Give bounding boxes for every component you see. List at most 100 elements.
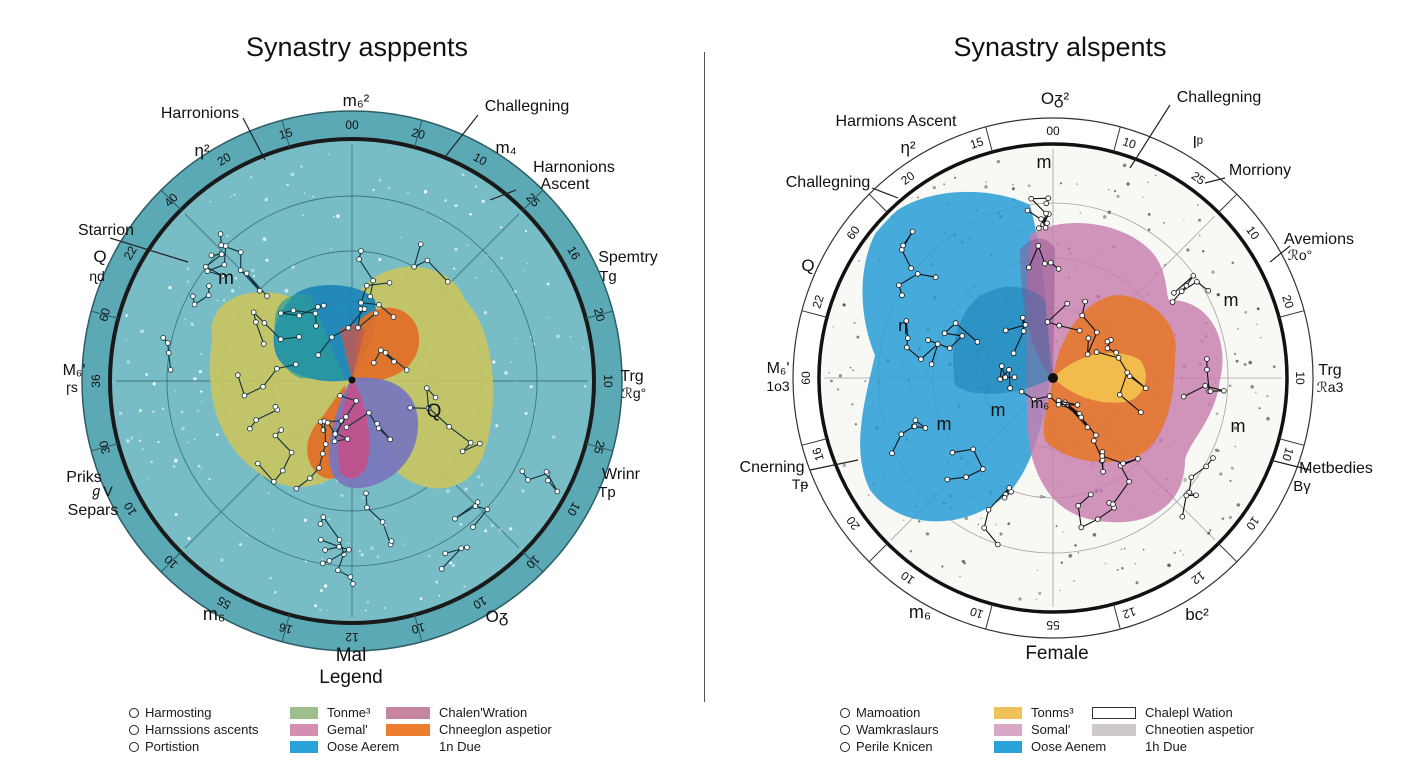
constellation-star xyxy=(206,283,212,289)
star-dot xyxy=(268,492,270,494)
star-dot xyxy=(332,215,335,218)
constellation-star xyxy=(292,361,299,368)
constellation-star xyxy=(997,376,1003,383)
star-dot xyxy=(347,542,350,545)
star-dot xyxy=(1179,549,1182,552)
circle-marker-icon xyxy=(129,741,139,752)
star-dot xyxy=(1092,532,1097,537)
star-dot xyxy=(864,380,867,383)
constellation-star xyxy=(444,278,451,285)
right-label-trg: Trg xyxy=(1318,362,1341,379)
green-swatch-icon xyxy=(290,706,318,719)
constellation-star xyxy=(320,302,327,309)
star-dot xyxy=(1235,359,1239,363)
legend-item: Oose Aerem xyxy=(290,738,399,755)
constellation-star xyxy=(264,293,270,299)
sign-divider-tick xyxy=(985,126,993,153)
right-label-m-right: m xyxy=(1224,290,1239,310)
constellation-star xyxy=(459,448,466,455)
constellation-star xyxy=(407,404,414,411)
star-dot xyxy=(852,369,855,372)
constellation-star xyxy=(1031,396,1037,403)
constellation-star xyxy=(477,440,483,447)
star-dot xyxy=(1209,529,1212,532)
star-dot xyxy=(1260,337,1262,339)
star-dot xyxy=(546,317,548,319)
star-dot xyxy=(481,199,485,203)
sign-divider-tick xyxy=(868,193,888,213)
constellation-star xyxy=(315,352,322,358)
star-dot xyxy=(459,523,463,526)
left-legend-col-markers: Harmosting Harnssions ascents Portistion xyxy=(129,704,258,755)
star-dot xyxy=(190,322,194,326)
constellation-star xyxy=(1093,349,1100,355)
legend-item: Harmosting xyxy=(129,704,258,721)
constellation-line xyxy=(162,337,172,370)
legend-item: Oose Aenem xyxy=(994,738,1106,755)
star-dot xyxy=(1012,183,1014,186)
degree-label: 00 xyxy=(1046,124,1060,138)
constellation-star xyxy=(376,301,382,308)
star-dot xyxy=(265,258,269,262)
left-red-aspect-sliver xyxy=(340,324,365,380)
legend-label: Chalepl Wation xyxy=(1145,705,1233,720)
star-dot xyxy=(446,489,450,493)
right-label-avemions: Avemions xyxy=(1284,231,1354,248)
star-dot xyxy=(1142,548,1145,551)
constellation-star xyxy=(484,506,491,513)
constellation-star xyxy=(1076,327,1083,334)
constellation-star xyxy=(903,318,910,324)
constellation-star xyxy=(190,293,196,300)
constellation-star xyxy=(438,566,445,572)
right-label-top-glyph: Oᵹ² xyxy=(1041,89,1070,108)
star-dot xyxy=(330,248,332,250)
constellation-star xyxy=(1113,349,1119,356)
constellation-star xyxy=(1011,374,1018,381)
star-dot xyxy=(1007,522,1010,525)
constellation-star xyxy=(1116,391,1123,398)
constellation-star xyxy=(1094,329,1100,336)
constellation-star xyxy=(908,265,914,272)
star-dot xyxy=(1060,561,1063,564)
constellation-star xyxy=(446,423,453,430)
star-dot xyxy=(941,565,944,568)
left-label-tp: Tp xyxy=(598,484,616,501)
star-dot xyxy=(230,195,232,198)
star-dot xyxy=(1079,212,1082,214)
star-dot xyxy=(321,482,323,485)
star-dot xyxy=(977,523,980,526)
constellation-star xyxy=(903,344,910,351)
star-dot xyxy=(1027,184,1031,188)
degree-label: 10 xyxy=(1121,134,1138,152)
star-dot xyxy=(1250,384,1255,389)
sign-divider-tick xyxy=(1113,603,1121,630)
star-dot xyxy=(569,335,572,338)
constellation-star xyxy=(344,436,351,442)
legend-item: Tonme³ xyxy=(290,704,399,721)
constellation-star xyxy=(358,299,364,306)
star-dot xyxy=(388,187,390,189)
constellation-star xyxy=(1169,299,1176,305)
right-label-inner-m6: m₆ xyxy=(1031,395,1050,412)
degree-label: 10 xyxy=(1293,371,1307,385)
star-dot xyxy=(1142,196,1144,198)
constellation-star xyxy=(331,438,338,445)
star-dot xyxy=(1108,189,1110,191)
star-dot xyxy=(234,277,238,280)
constellation-star xyxy=(336,543,342,550)
constellation-star xyxy=(1038,216,1044,222)
star-dot xyxy=(140,330,142,333)
left-label-nd: ɳd xyxy=(89,268,105,284)
star-dot xyxy=(1197,218,1202,222)
star-dot xyxy=(231,289,235,293)
star-dot xyxy=(495,424,499,428)
star-dot xyxy=(220,558,224,562)
legend-item: Mamoation xyxy=(840,704,939,721)
star-dot xyxy=(174,458,178,463)
star-dot xyxy=(994,523,997,526)
left-label-wrinr: Wrinr xyxy=(602,466,641,483)
constellation-star xyxy=(350,581,356,587)
constellation-star xyxy=(332,431,339,437)
sign-divider-tick xyxy=(585,310,613,319)
star-dot xyxy=(407,192,409,194)
